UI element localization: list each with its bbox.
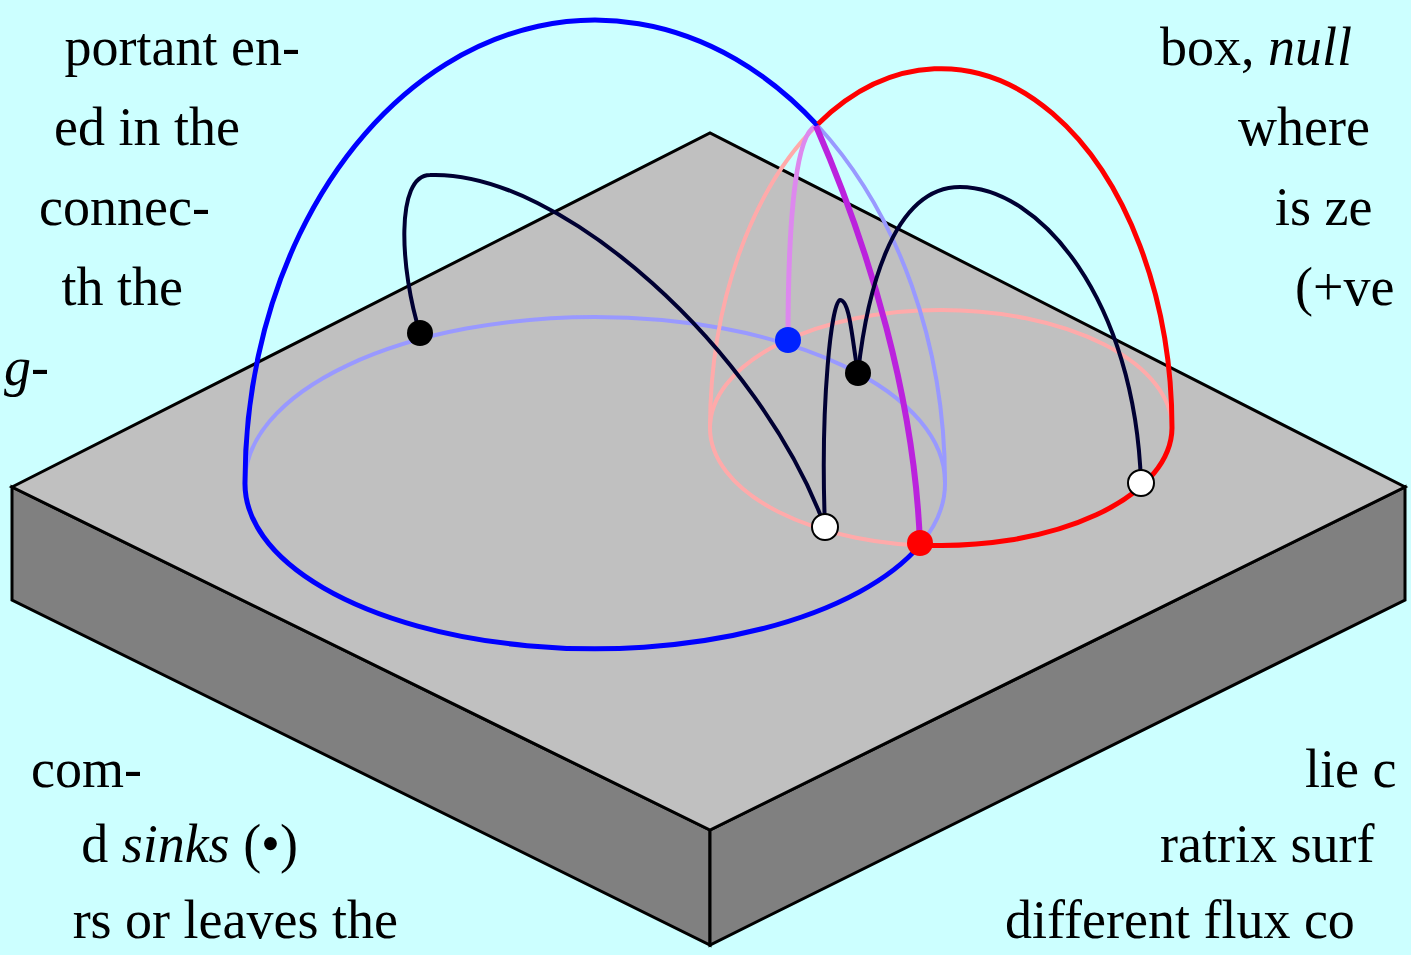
text-fragment: com-: [31, 742, 142, 796]
source: [1128, 470, 1154, 496]
field-line: [824, 300, 858, 527]
field-line: [858, 187, 1141, 483]
text-fragment: portant en-: [65, 20, 300, 74]
text-fragment: where: [1238, 100, 1370, 154]
blue-dome: [245, 20, 818, 482]
text-fragment: d sinks (•): [81, 817, 298, 871]
text-fragment: connec-: [39, 180, 210, 234]
text-fragment: lie c: [1305, 742, 1396, 796]
null-point: [907, 530, 933, 556]
null-point: [775, 327, 801, 353]
red-dome: [818, 69, 1172, 428]
text-fragment: rs or leaves the: [73, 893, 398, 947]
blue-base-back: [245, 317, 945, 482]
text-fragment: ed in the: [54, 100, 240, 154]
box-top-face: [12, 133, 1405, 830]
text-fragment: ratrix surf: [1160, 817, 1374, 871]
text-fragment: different flux co: [1005, 893, 1355, 947]
text-fragment: is ze: [1275, 180, 1372, 234]
field-line: [404, 175, 825, 527]
red-dome-back: [710, 124, 818, 428]
text-fragment: (+ve: [1295, 260, 1394, 314]
source: [812, 514, 838, 540]
text-fragment: box, null: [1160, 20, 1352, 74]
sink: [407, 320, 433, 346]
sink: [845, 360, 871, 386]
text-fragment: th the: [62, 260, 183, 314]
separator-faint: [788, 126, 816, 340]
text-fragment: g-: [4, 340, 49, 394]
red-base-front: [920, 428, 1172, 545]
separator: [816, 126, 920, 545]
